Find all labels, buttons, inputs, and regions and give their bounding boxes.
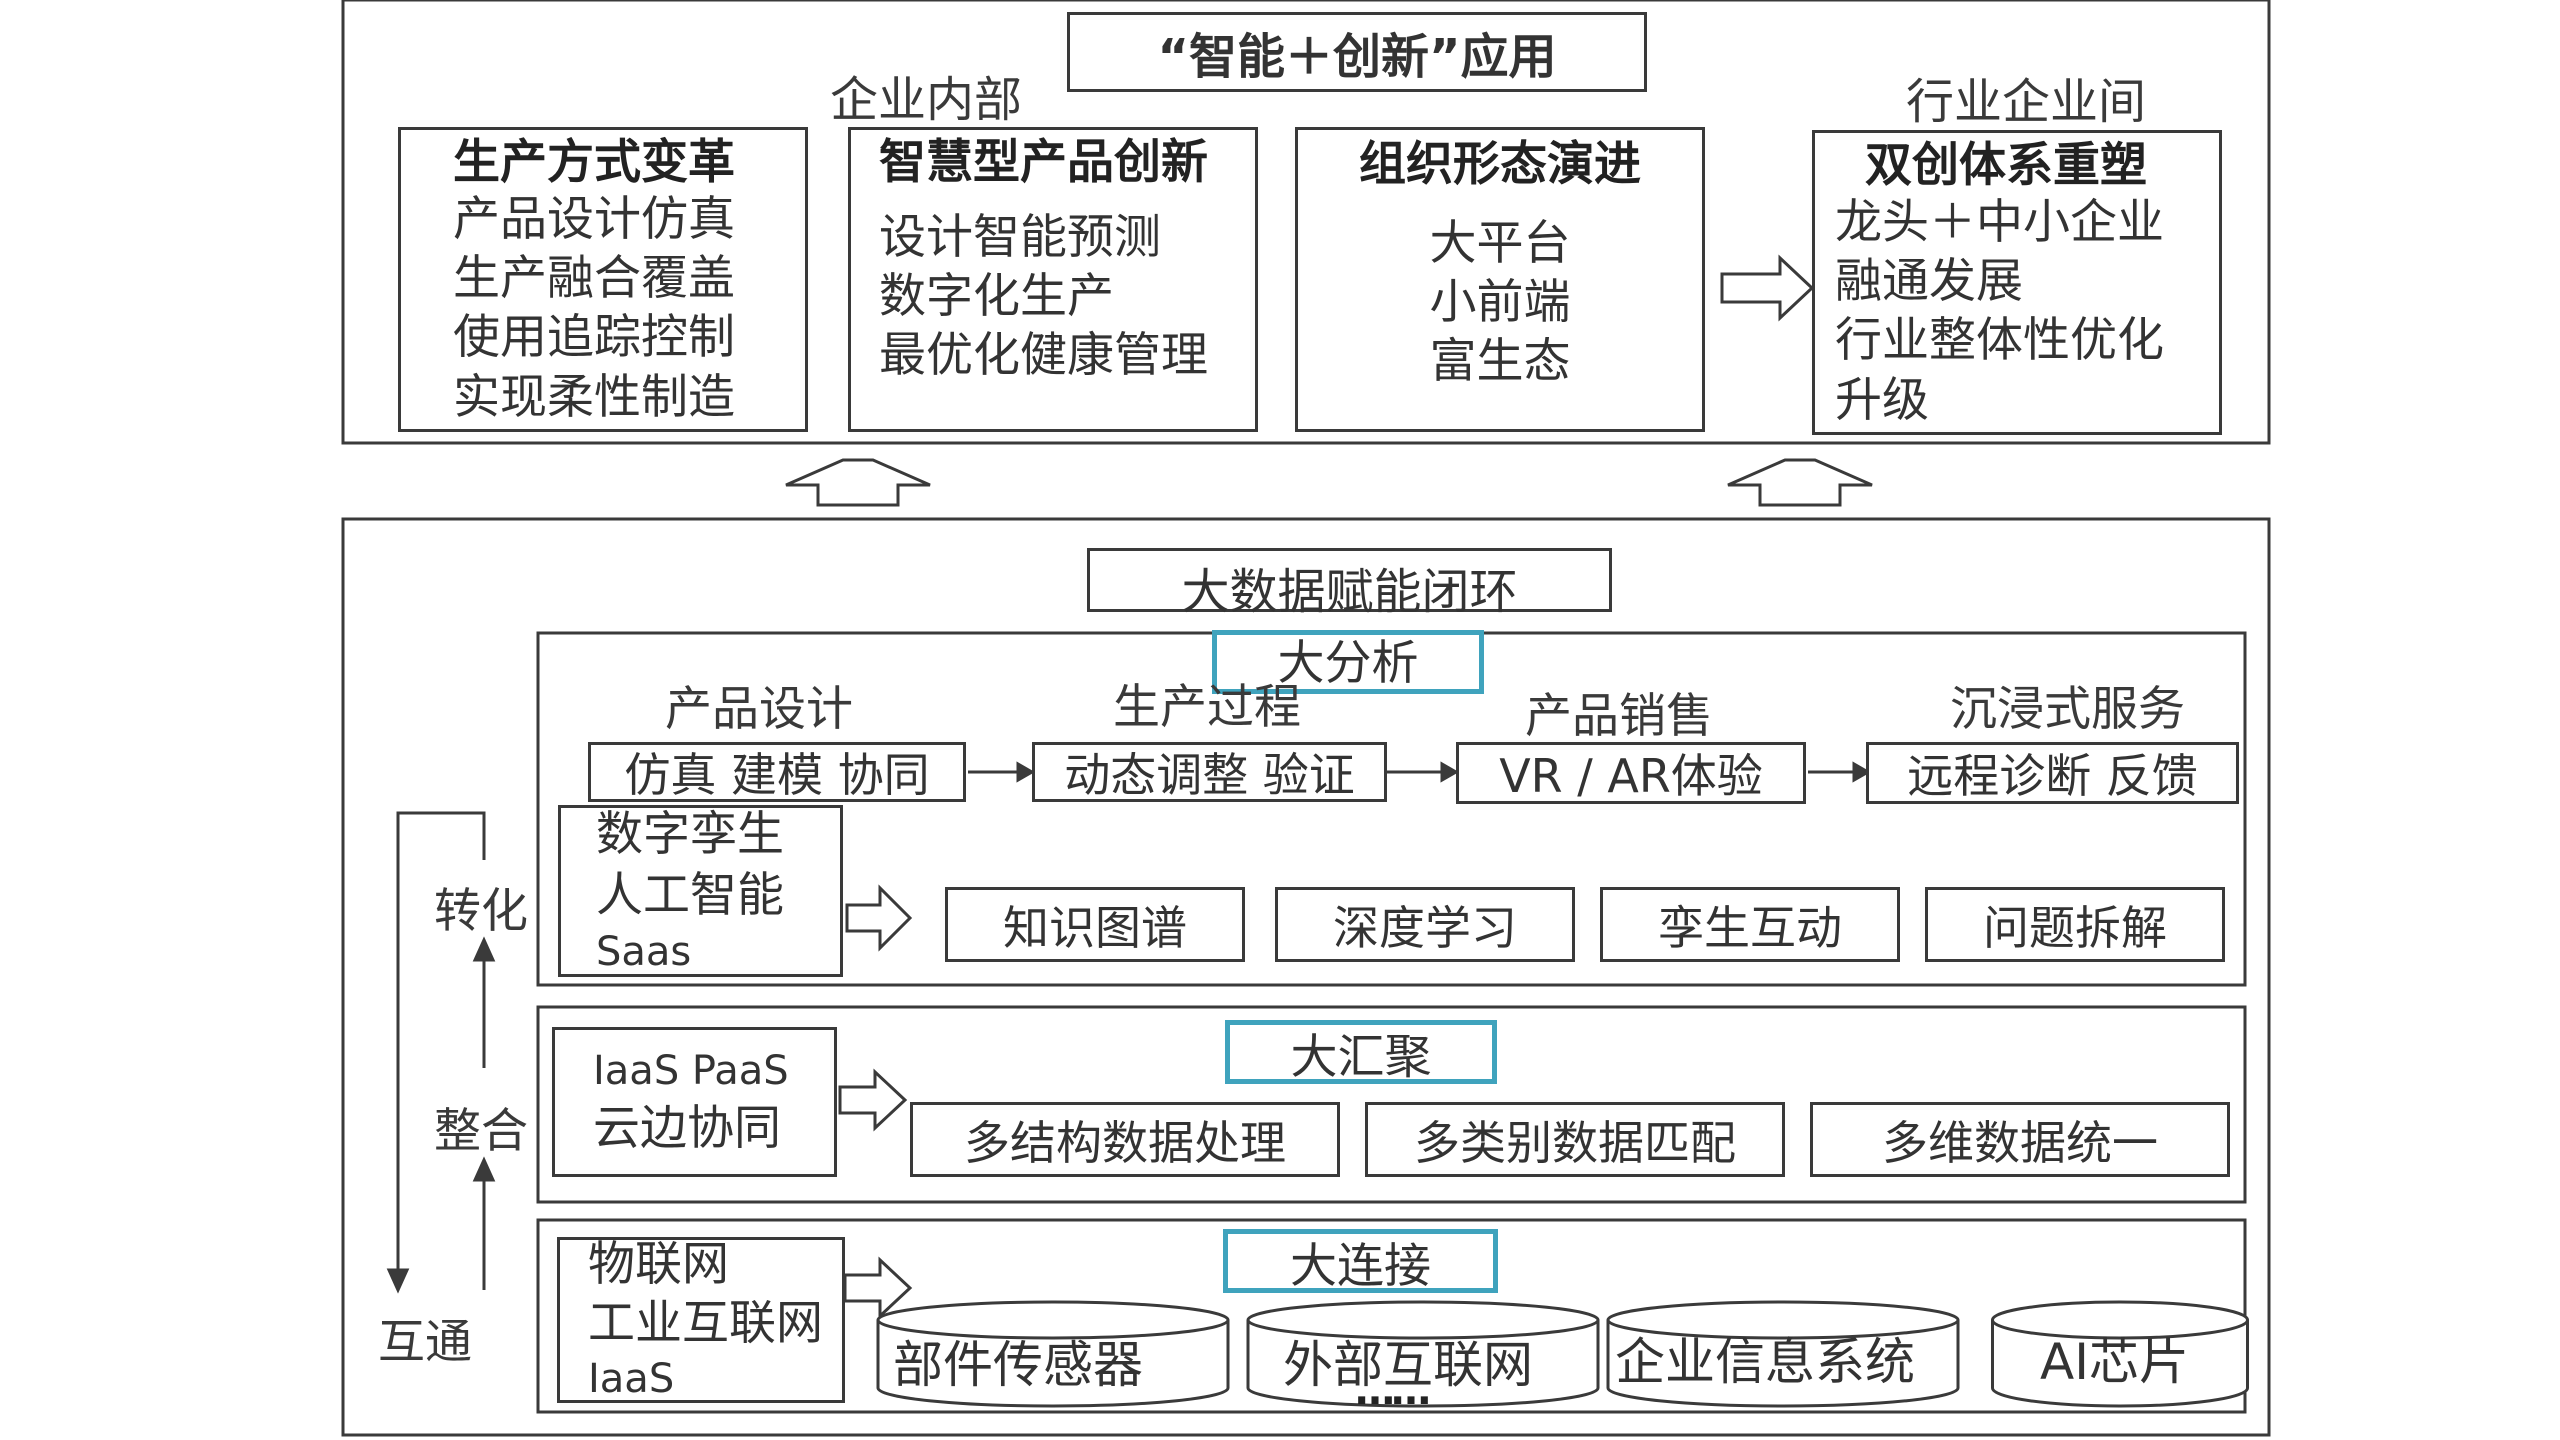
right-arrow-aggregation bbox=[838, 1068, 908, 1132]
box-line: 生产融合覆盖 bbox=[453, 251, 735, 307]
box-line: 设计智能预测 bbox=[879, 210, 1161, 266]
cylinder-ai-chip-body bbox=[1991, 1320, 2249, 1408]
smart-product-title: 智慧型产品创新 bbox=[879, 135, 1208, 190]
box-line: 大平台 bbox=[1429, 216, 1571, 272]
aggregation-item-multi-structure: 多结构数据处理 bbox=[910, 1102, 1340, 1177]
cylinder-enterprise-system-top bbox=[1606, 1300, 1960, 1340]
cylinder-enterprise-system-body bbox=[1606, 1320, 1960, 1408]
box-line: 最优化健康管理 bbox=[879, 328, 1208, 384]
tech-line: 工业互联网 bbox=[588, 1296, 823, 1351]
side-label-interconnect: 互通 bbox=[378, 1315, 472, 1370]
innovation-system-title: 双创体系重塑 bbox=[1865, 138, 2147, 193]
aggregation-item-multi-dimension: 多维数据统一 bbox=[1810, 1102, 2230, 1177]
analysis-item-problem-decomposition: 问题拆解 bbox=[1925, 887, 2225, 962]
source-label-sensor: 部件传感器 bbox=[893, 1336, 1143, 1394]
stage-flow-arrows bbox=[968, 761, 1872, 783]
stage-box-sales: VR / AR体验 bbox=[1456, 742, 1806, 804]
tech-line: IaaS PaaS bbox=[593, 1048, 789, 1095]
up-arrow-left bbox=[785, 458, 931, 507]
stage-box-design: 仿真 建模 协同 bbox=[588, 742, 966, 802]
side-label-integrate: 整合 bbox=[434, 1104, 528, 1159]
analysis-item-twin-interaction: 孪生互动 bbox=[1600, 887, 1900, 962]
production-mode-title: 生产方式变革 bbox=[453, 135, 735, 190]
stage-label-production: 生产过程 bbox=[1113, 680, 1301, 735]
tech-line: 物联网 bbox=[588, 1237, 729, 1293]
source-label-enterprise-system: 企业信息系统 bbox=[1615, 1333, 1915, 1391]
loop-arrows bbox=[386, 811, 496, 1294]
stage-label-sales: 产品销售 bbox=[1525, 689, 1713, 744]
source-label-internet: 外部互联网 bbox=[1283, 1336, 1533, 1394]
stage-label-service: 沉浸式服务 bbox=[1950, 682, 2185, 737]
box-line: 龙头＋中小企业 bbox=[1835, 195, 2164, 251]
more-sources-ellipsis: …… bbox=[1355, 1368, 1431, 1414]
box-line: 升级 bbox=[1835, 372, 1929, 428]
tech-line: 人工智能 bbox=[596, 868, 784, 923]
smart-product-box: 智慧型产品创新 设计智能预测 数字化生产 最优化健康管理 bbox=[848, 127, 1258, 432]
stage-box-production: 动态调整 验证 bbox=[1032, 742, 1387, 802]
connection-title: 大连接 bbox=[1223, 1229, 1498, 1294]
aggregation-section-frame bbox=[536, 1005, 2247, 1204]
cylinder-internet-body bbox=[1246, 1320, 1600, 1408]
analysis-item-knowledge-graph: 知识图谱 bbox=[945, 887, 1245, 962]
aggregation-tech-box: IaaS PaaS 云边协同 bbox=[552, 1027, 837, 1177]
up-arrow-right bbox=[1727, 458, 1873, 507]
box-line: 实现柔性制造 bbox=[453, 369, 735, 425]
right-arrow-analysis bbox=[845, 884, 913, 952]
bottom-section-frame bbox=[341, 517, 2271, 1437]
box-line: 小前端 bbox=[1429, 275, 1571, 331]
tech-line: IaaS bbox=[588, 1355, 675, 1402]
cylinder-internet-top bbox=[1246, 1300, 1600, 1340]
analysis-tech-box: 数字孪生 人工智能 Saas bbox=[558, 805, 843, 977]
box-line: 产品设计仿真 bbox=[453, 192, 735, 248]
side-label-transform: 转化 bbox=[434, 884, 528, 939]
tech-line: 云边协同 bbox=[593, 1101, 781, 1157]
box-line: 使用追踪控制 bbox=[453, 310, 735, 366]
source-label-ai-chip: AI芯片 bbox=[2040, 1333, 2189, 1391]
top-section-frame bbox=[341, 0, 2271, 445]
connection-tech-box: 物联网 工业互联网 IaaS bbox=[557, 1237, 845, 1403]
stage-label-design: 产品设计 bbox=[665, 682, 853, 737]
organization-title: 组织形态演进 bbox=[1359, 137, 1641, 192]
organization-box: 组织形态演进 大平台 小前端 富生态 bbox=[1295, 127, 1705, 432]
industry-label: 行业企业间 bbox=[1906, 74, 2147, 130]
data-source-cylinders bbox=[876, 1300, 2249, 1408]
aggregation-title: 大汇聚 bbox=[1225, 1020, 1497, 1085]
right-arrow-connection bbox=[843, 1256, 913, 1320]
tech-line: Saas bbox=[596, 929, 692, 976]
cylinder-sensor-top bbox=[876, 1300, 1230, 1340]
top-title: “智能＋创新”应用 bbox=[1067, 12, 1647, 92]
right-arrow-top bbox=[1720, 254, 1815, 322]
bottom-title: 大数据赋能闭环 bbox=[1087, 548, 1612, 620]
production-mode-box: 生产方式变革 产品设计仿真 生产融合覆盖 使用追踪控制 实现柔性制造 bbox=[398, 127, 808, 432]
innovation-system-box: 双创体系重塑 龙头＋中小企业 融通发展 行业整体性优化 升级 bbox=[1812, 130, 2222, 435]
aggregation-item-multi-category: 多类别数据匹配 bbox=[1365, 1102, 1785, 1177]
internal-label: 企业内部 bbox=[830, 72, 1023, 128]
box-line: 行业整体性优化 bbox=[1835, 313, 2164, 369]
box-line: 数字化生产 bbox=[879, 269, 1114, 325]
tech-line: 数字孪生 bbox=[596, 806, 784, 862]
box-line: 融通发展 bbox=[1835, 254, 2023, 310]
cylinder-ai-chip-top bbox=[1991, 1300, 2249, 1340]
analysis-title: 大分析 bbox=[1212, 630, 1484, 694]
stage-box-service: 远程诊断 反馈 bbox=[1866, 742, 2239, 804]
analysis-item-deep-learning: 深度学习 bbox=[1275, 887, 1575, 962]
cylinder-sensor-body bbox=[876, 1320, 1230, 1408]
box-line: 富生态 bbox=[1429, 334, 1571, 390]
